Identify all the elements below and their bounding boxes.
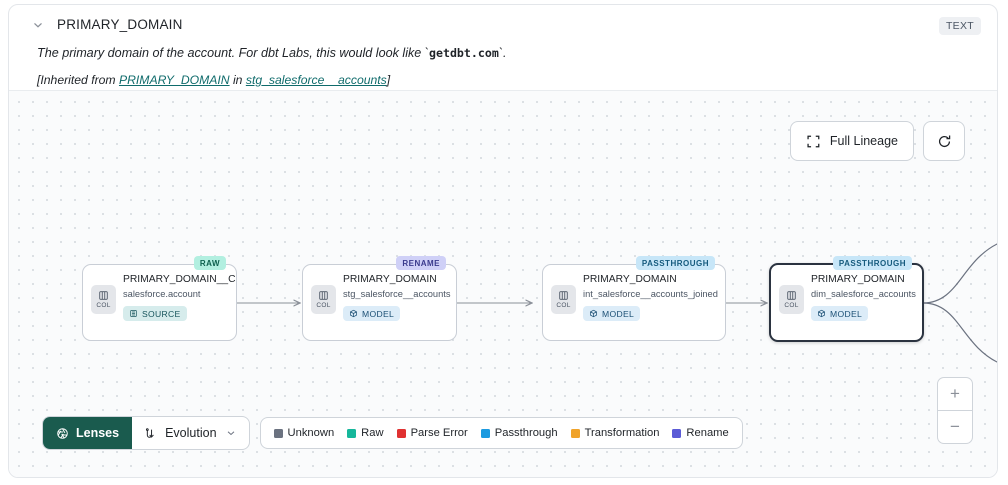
node-column-name: PRIMARY_DOMAIN xyxy=(343,274,437,285)
transformation-legend: Unknown Raw Parse Error Passthrough Tran… xyxy=(259,417,743,449)
node-kind-label: MODEL xyxy=(362,308,395,319)
evolution-dropdown[interactable]: Evolution xyxy=(132,417,248,449)
zoom-controls: + − xyxy=(937,377,973,444)
cube-icon xyxy=(350,309,357,318)
legend-item: Raw xyxy=(347,427,384,439)
node-dataset-name: salesforce.account xyxy=(123,289,201,299)
column-icon-label: COL xyxy=(556,302,571,309)
description-suffix: `. xyxy=(498,46,507,60)
database-icon xyxy=(130,310,137,317)
cube-icon xyxy=(818,309,825,318)
legend-label: Unknown xyxy=(287,427,335,439)
panel-header: PRIMARY_DOMAIN TEXT The primary domain o… xyxy=(9,5,997,90)
columns-icon: COL xyxy=(91,285,116,314)
canvas-toolbar: Full Lineage xyxy=(789,121,965,161)
node-kind-pill: SOURCE xyxy=(123,306,187,321)
description-prefix: The primary domain of the account. For d… xyxy=(37,46,429,60)
refresh-button[interactable] xyxy=(923,121,965,161)
lineage-node[interactable]: RAW COL PRIMARY_DOMAIN__C salesforce.acc… xyxy=(82,256,237,341)
inherited-from-note: [Inherited from PRIMARY_DOMAIN in stg_sa… xyxy=(37,73,390,87)
legend-item: Parse Error xyxy=(396,427,468,439)
columns-icon: COL xyxy=(311,285,336,314)
lineage-node[interactable]: PASSTHROUGH COL PRIMARY_DOMAIN int_sales… xyxy=(542,256,726,341)
node-column-name: PRIMARY_DOMAIN__C xyxy=(123,274,236,285)
zoom-in-button[interactable]: + xyxy=(938,378,972,411)
lineage-node[interactable]: RENAME COL PRIMARY_DOMAIN stg_salesforce… xyxy=(302,256,457,341)
aperture-icon xyxy=(57,427,68,439)
full-lineage-button[interactable]: Full Lineage xyxy=(789,121,914,161)
column-icon-label: COL xyxy=(784,302,799,309)
columns-icon: COL xyxy=(779,285,804,314)
node-transformation-badge: PASSTHROUGH xyxy=(832,256,912,270)
node-kind-label: MODEL xyxy=(602,308,635,319)
lineage-edges xyxy=(237,243,997,363)
node-transformation-badge: RENAME xyxy=(396,256,446,270)
evolution-icon xyxy=(146,427,154,438)
legend-label: Parse Error xyxy=(410,427,468,439)
node-body: PRIMARY_DOMAIN__C salesforce.account SOU… xyxy=(123,274,236,323)
zoom-out-button[interactable]: − xyxy=(950,417,960,436)
node-kind-label: MODEL xyxy=(830,308,863,319)
page-title: PRIMARY_DOMAIN xyxy=(57,17,183,32)
column-icon-label: COL xyxy=(96,302,111,309)
node-body: PRIMARY_DOMAIN dim_salesforce_accounts M… xyxy=(811,274,916,323)
cube-icon xyxy=(590,309,597,318)
legend-swatch xyxy=(480,428,490,438)
column-description: The primary domain of the account. For d… xyxy=(37,46,507,60)
header-title-row: PRIMARY_DOMAIN xyxy=(31,17,183,32)
inherit-open-text: [Inherited from xyxy=(37,73,119,87)
refresh-icon xyxy=(938,134,950,147)
node-dataset-name: stg_salesforce__accounts xyxy=(343,289,451,299)
inherit-mid-text: in xyxy=(229,73,246,87)
legend-item: Rename xyxy=(672,427,729,439)
inherit-close-text: ] xyxy=(386,73,391,87)
lenses-evolution-group: Lenses Evolution xyxy=(42,416,250,450)
node-dataset-name: int_salesforce__accounts_joined xyxy=(583,289,718,299)
canvas-bottom-bar: Lenses Evolution Unknown xyxy=(42,416,743,450)
lenses-button[interactable]: Lenses xyxy=(43,417,133,449)
legend-swatch xyxy=(347,428,357,438)
full-lineage-label: Full Lineage xyxy=(829,134,898,148)
legend-label: Passthrough xyxy=(494,427,558,439)
node-kind-pill: MODEL xyxy=(343,306,401,321)
node-body: PRIMARY_DOMAIN stg_salesforce__accounts … xyxy=(343,274,451,323)
column-lineage-panel: PRIMARY_DOMAIN TEXT The primary domain o… xyxy=(8,4,998,478)
legend-label: Rename xyxy=(686,427,729,439)
node-transformation-badge: RAW xyxy=(193,256,226,270)
legend-item: Passthrough xyxy=(480,427,558,439)
evolution-label: Evolution xyxy=(165,426,217,440)
expand-icon xyxy=(807,135,820,147)
node-transformation-badge: PASSTHROUGH xyxy=(635,256,715,270)
lineage-canvas[interactable]: RAW COL PRIMARY_DOMAIN__C salesforce.acc… xyxy=(9,90,997,477)
chevron-down-icon[interactable] xyxy=(31,18,45,32)
legend-label: Transformation xyxy=(584,427,660,439)
column-type-badge: TEXT xyxy=(938,17,981,35)
node-kind-label: SOURCE xyxy=(142,308,181,319)
node-column-name: PRIMARY_DOMAIN xyxy=(583,274,677,285)
legend-swatch xyxy=(396,428,406,438)
legend-item: Unknown xyxy=(273,427,335,439)
legend-swatch xyxy=(570,428,580,438)
legend-swatch xyxy=(672,428,682,438)
node-column-name: PRIMARY_DOMAIN xyxy=(811,274,905,285)
description-code: getdbt.com xyxy=(429,46,499,60)
columns-icon: COL xyxy=(551,285,576,314)
lenses-label: Lenses xyxy=(76,426,120,440)
chevron-down-icon xyxy=(227,431,234,436)
legend-item: Transformation xyxy=(570,427,660,439)
node-body: PRIMARY_DOMAIN int_salesforce__accounts_… xyxy=(583,274,719,323)
legend-swatch xyxy=(273,428,283,438)
lineage-node-selected[interactable]: PASSTHROUGH COL PRIMARY_DOMAIN dim_sales… xyxy=(769,256,924,342)
inherited-column-link[interactable]: PRIMARY_DOMAIN xyxy=(118,73,230,87)
node-kind-pill: MODEL xyxy=(811,306,869,321)
column-icon-label: COL xyxy=(316,302,331,309)
node-kind-pill: MODEL xyxy=(583,306,641,321)
inherited-model-link[interactable]: stg_salesforce__accounts xyxy=(245,73,387,87)
node-dataset-name: dim_salesforce_accounts xyxy=(811,289,916,299)
legend-label: Raw xyxy=(361,427,384,439)
